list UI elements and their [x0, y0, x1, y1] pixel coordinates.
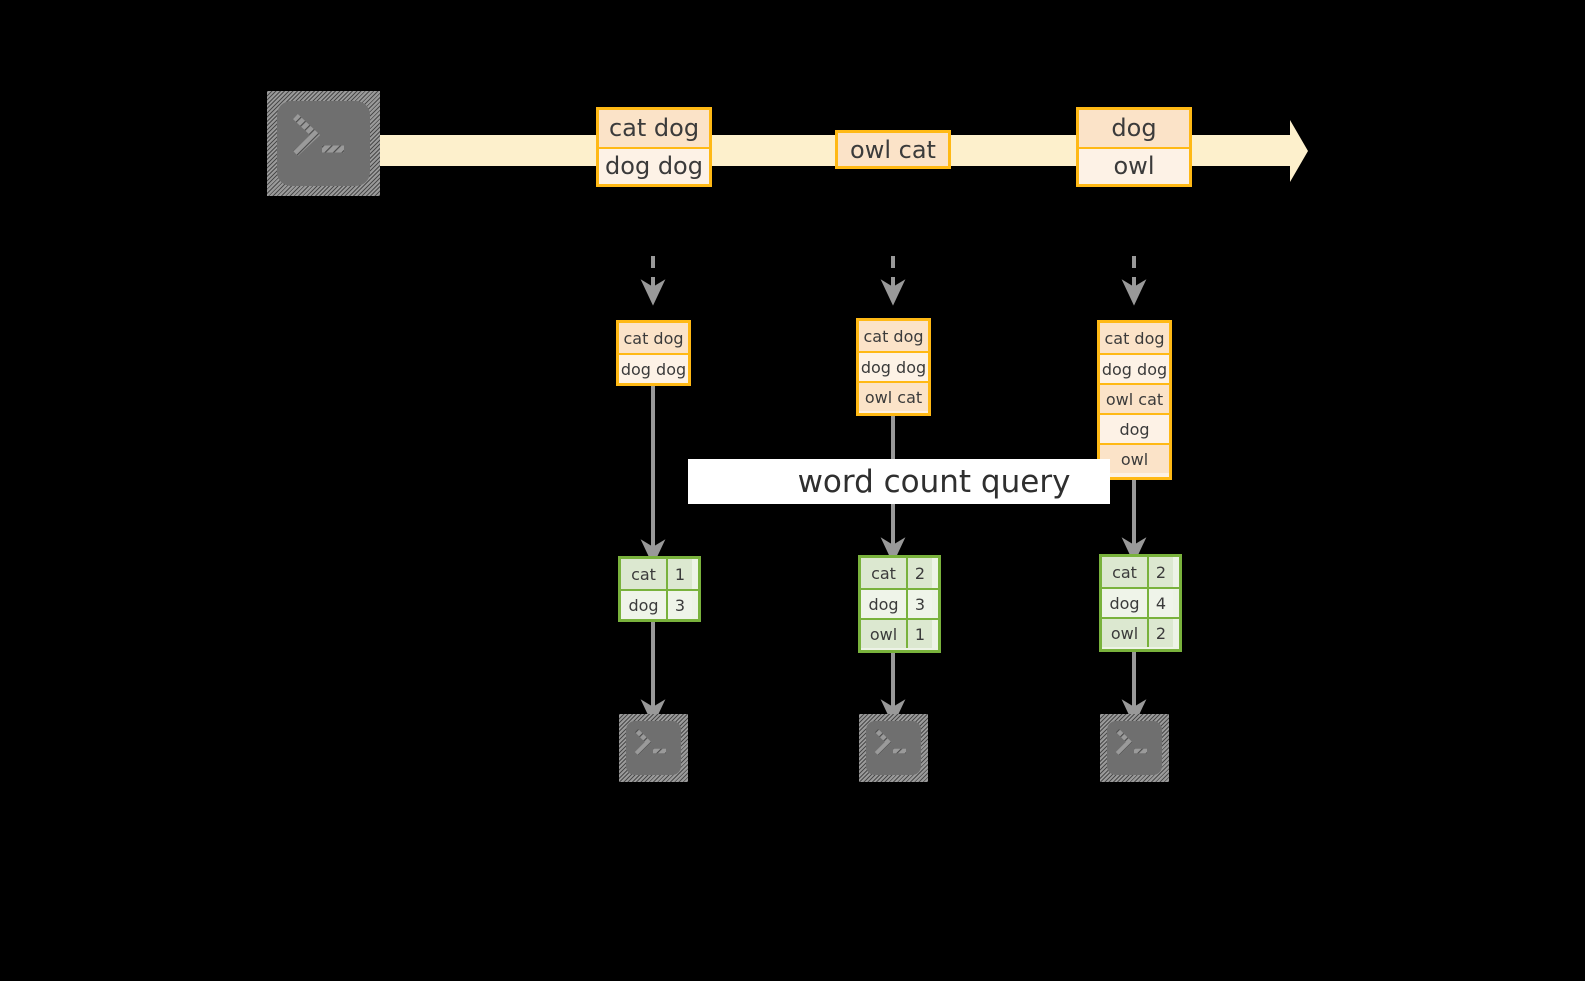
table-row: cat 1 — [621, 559, 698, 589]
input-line: cat dog — [1100, 323, 1169, 353]
sink-terminal-icon-t2[interactable] — [859, 714, 928, 782]
input-line: dog dog — [859, 351, 928, 381]
query-banner-label: word count query — [797, 463, 1071, 500]
terminal-prompt-glyph — [1115, 728, 1147, 756]
input-line: owl cat — [859, 381, 928, 411]
word-cell: cat — [1102, 557, 1147, 587]
input-line: owl — [1100, 443, 1169, 473]
word-cell: dog — [1102, 589, 1147, 617]
input-line: dog — [1100, 413, 1169, 443]
terminal-prompt-glyph — [293, 114, 344, 156]
terminal-body — [626, 721, 681, 775]
table-row: dog 3 — [861, 588, 938, 618]
count-cell: 1 — [666, 559, 692, 589]
terminal-body — [277, 101, 370, 186]
result-table-t3[interactable]: cat 2 dog 4 owl 2 — [1099, 554, 1182, 652]
sink-flow-lines — [640, 622, 1147, 726]
source-terminal-icon[interactable] — [267, 91, 380, 196]
message-line: owl cat — [838, 133, 948, 166]
input-line: dog dog — [1100, 353, 1169, 383]
input-line: dog dog — [619, 353, 688, 383]
message-line: dog dog — [599, 146, 709, 184]
word-cell: cat — [861, 558, 906, 588]
input-line: cat dog — [619, 323, 688, 353]
terminal-body — [866, 721, 921, 775]
count-cell: 2 — [1147, 619, 1173, 647]
stream-message-2[interactable]: owl cat — [835, 130, 951, 169]
sink-terminal-icon-t3[interactable] — [1100, 714, 1169, 782]
count-cell: 2 — [906, 558, 932, 588]
table-row: owl 1 — [861, 618, 938, 648]
count-cell: 3 — [906, 590, 932, 618]
message-line: owl — [1079, 146, 1189, 184]
terminal-prompt-glyph — [634, 728, 666, 756]
table-row: owl 2 — [1102, 617, 1179, 647]
word-cell: dog — [621, 591, 666, 619]
query-banner: word count query — [688, 459, 1110, 504]
message-line: dog — [1079, 110, 1189, 147]
word-cell: dog — [861, 590, 906, 618]
result-table-t2[interactable]: cat 2 dog 3 owl 1 — [858, 555, 941, 653]
table-row: cat 2 — [861, 558, 938, 588]
count-cell: 3 — [666, 591, 692, 619]
word-cell: cat — [621, 559, 666, 589]
snapshot-input-t2[interactable]: cat dog dog dog owl cat — [856, 318, 931, 416]
table-row: dog 3 — [621, 589, 698, 619]
stream-message-3[interactable]: dog owl — [1076, 107, 1192, 187]
stream-tap-lines — [640, 256, 1147, 306]
count-cell: 4 — [1147, 589, 1173, 617]
sink-terminal-icon-t1[interactable] — [619, 714, 688, 782]
input-line: owl cat — [1100, 383, 1169, 413]
snapshot-input-t3[interactable]: cat dog dog dog owl cat dog owl — [1097, 320, 1172, 480]
table-row: cat 2 — [1102, 557, 1179, 587]
result-table-t1[interactable]: cat 1 dog 3 — [618, 556, 701, 622]
word-cell: owl — [861, 620, 906, 648]
snapshot-input-t1[interactable]: cat dog dog dog — [616, 320, 691, 386]
word-cell: owl — [1102, 619, 1147, 647]
table-row: dog 4 — [1102, 587, 1179, 617]
terminal-prompt-glyph — [874, 728, 906, 756]
count-cell: 2 — [1147, 557, 1173, 587]
input-line: cat dog — [859, 321, 928, 351]
count-cell: 1 — [906, 620, 932, 648]
terminal-body — [1107, 721, 1162, 775]
stream-message-1[interactable]: cat dog dog dog — [596, 107, 712, 187]
message-line: cat dog — [599, 110, 709, 147]
